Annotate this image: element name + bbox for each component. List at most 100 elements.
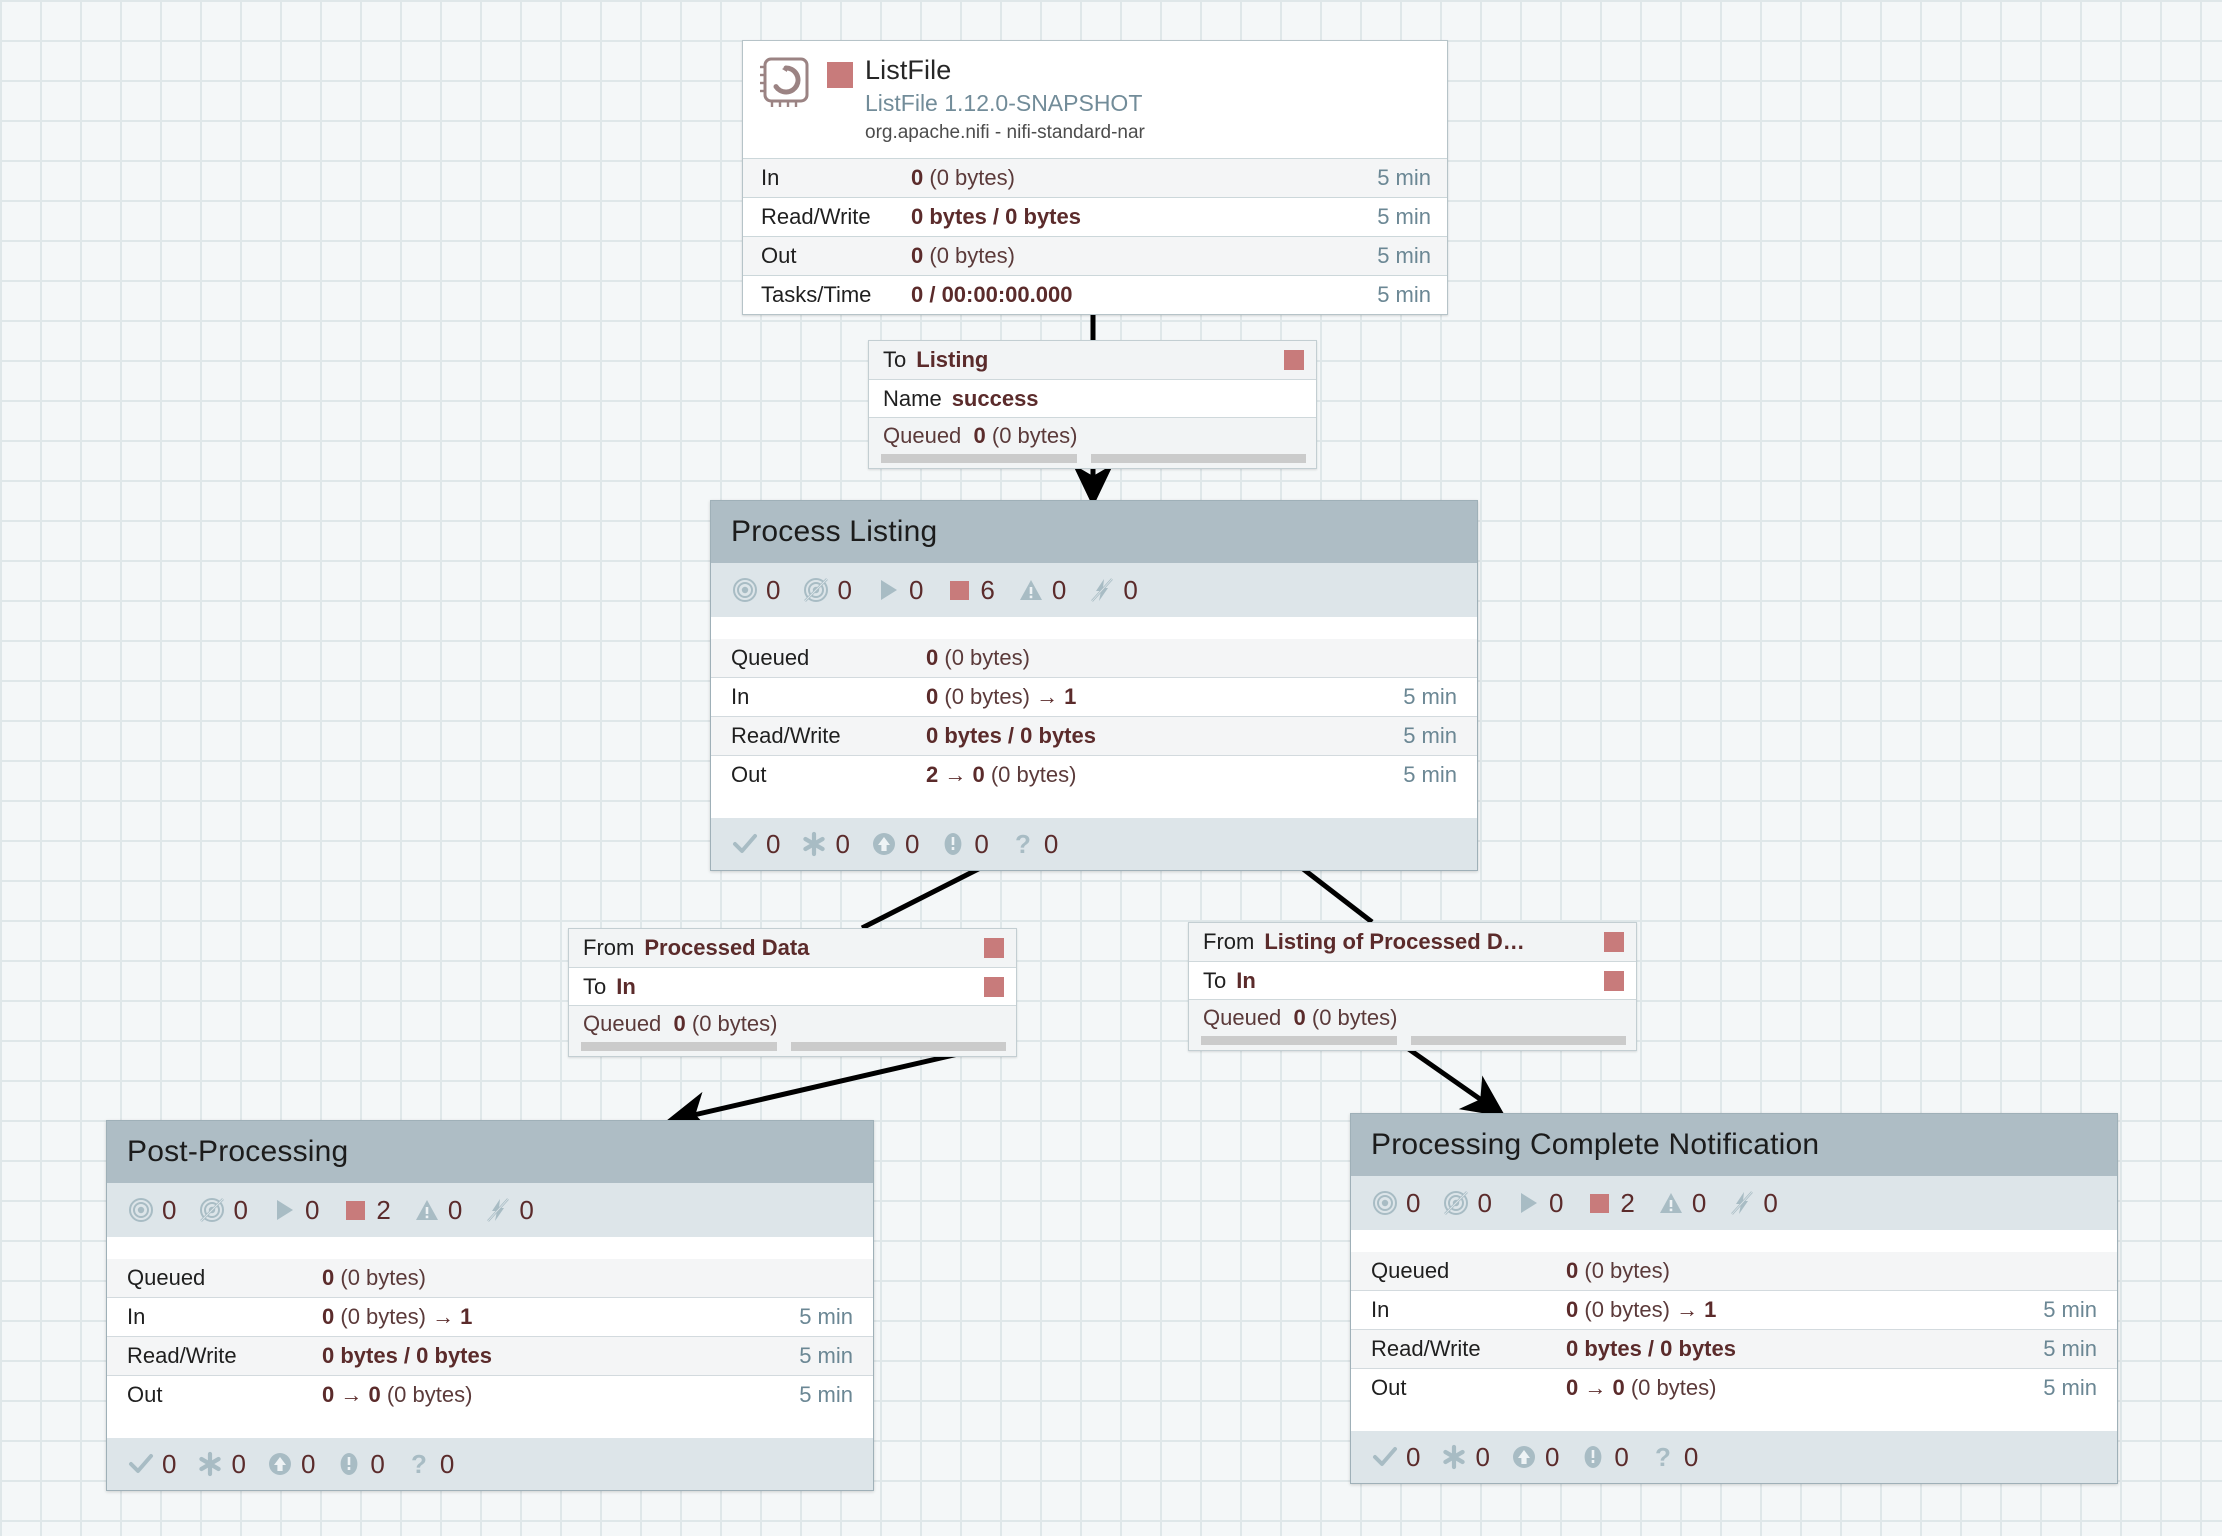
pg-count-disabled: 0 <box>1728 1187 1778 1219</box>
pg-footer-asterisk: 0 <box>800 829 850 860</box>
stat-value: 0 (0 bytes) <box>911 242 1015 268</box>
connection-row-value: In <box>1236 967 1256 993</box>
connection-row-key: To <box>883 347 907 372</box>
transmitting-icon <box>1371 1189 1399 1217</box>
up-arrow-circle-icon <box>870 830 898 858</box>
stat-label: Tasks/Time <box>761 281 872 307</box>
connection-row-value: success <box>951 385 1039 411</box>
pg-count-value: 2 <box>1620 1187 1635 1218</box>
pg-footer-question-mark: ?0 <box>405 1449 454 1480</box>
pg-count-value: 0 <box>162 1194 177 1225</box>
process-group-title: Process Listing <box>711 501 1477 563</box>
pg-stat-label: Queued <box>1371 1258 1450 1283</box>
connection-queue-bars <box>1189 1036 1636 1050</box>
pg-count-disabled: 0 <box>484 1194 534 1226</box>
stopped-square-icon[interactable] <box>827 62 853 88</box>
pg-footer-check: 0 <box>1371 1442 1420 1473</box>
pg-footer-value: 0 <box>162 1448 177 1479</box>
pg-tail <box>107 1414 873 1438</box>
asterisk-icon <box>196 1450 224 1478</box>
pg-footer-check: 0 <box>127 1449 176 1480</box>
pg-stat-value: 2 → 0 (0 bytes) <box>926 762 1077 787</box>
not-transmitting-icon <box>802 576 830 604</box>
connection-queued: Queued 0 (0 bytes) <box>569 1005 1016 1042</box>
pg-count-value: 0 <box>447 1194 463 1225</box>
processor-stats: In 0 (0 bytes) 5 min Read/Write 0 bytes / 0 … <box>743 157 1447 314</box>
connection-row-value: Listing <box>916 347 989 372</box>
pg-count-running: 0 <box>874 575 923 606</box>
pg-stat-label: In <box>127 1304 146 1329</box>
stopped-square-icon <box>984 938 1004 958</box>
check-icon <box>127 1450 155 1478</box>
pg-stat-value: 0 bytes / 0 bytes <box>926 723 1096 748</box>
invalid-icon <box>1017 576 1045 604</box>
processor-bundle: org.apache.nifi - nifi-standard-nar <box>865 121 1145 143</box>
connection-queue-bars <box>569 1042 1016 1056</box>
svg-text:?: ? <box>411 1450 427 1478</box>
transmitting-icon <box>731 576 759 604</box>
pg-stat-label: Out <box>127 1382 163 1407</box>
processor-listfile[interactable]: ListFile ListFile 1.12.0-SNAPSHOT org.ap… <box>742 40 1448 315</box>
pg-stat-time: 5 min <box>1403 723 1457 748</box>
stat-label: Read/Write <box>761 203 871 229</box>
process-group-title: Processing Complete Notification <box>1351 1114 2117 1176</box>
connection-queued: Queued 0 (0 bytes) <box>1189 999 1636 1036</box>
stat-value: 0 bytes / 0 bytes <box>911 203 1081 229</box>
queue-count-bar <box>581 1042 777 1051</box>
running-icon <box>1514 1189 1542 1217</box>
queue-size-bar <box>790 1042 1006 1051</box>
pg-footer-exclamation-circle: 0 <box>939 829 989 860</box>
stat-label: In <box>761 164 780 190</box>
disabled-icon <box>484 1196 512 1224</box>
connection-row-key: Name <box>883 385 942 411</box>
pg-footer-value: 0 <box>1614 1441 1629 1472</box>
up-arrow-circle-icon <box>266 1450 294 1478</box>
pg-stat-value: 0 → 0 (0 bytes) <box>322 1382 473 1407</box>
pg-stat-time: 5 min <box>799 1382 853 1407</box>
connection-queue-bars <box>869 454 1316 468</box>
pg-stat-value: 0 (0 bytes) <box>926 645 1030 670</box>
question-mark-icon: ? <box>1649 1442 1677 1472</box>
transmitting-icon <box>127 1196 155 1224</box>
pg-count-value: 0 <box>519 1194 534 1225</box>
pg-spacer <box>107 1237 873 1259</box>
stat-value: 0 (0 bytes) <box>911 164 1015 190</box>
stopped-icon <box>341 1196 369 1224</box>
pg-footer-up-arrow-circle: 0 <box>1510 1442 1559 1473</box>
pg-spacer <box>711 617 1477 639</box>
pg-count-value: 0 <box>1763 1187 1778 1218</box>
processor-stat-row: Read/Write 0 bytes / 0 bytes 5 min <box>743 196 1447 236</box>
queue-count-bar <box>881 454 1077 463</box>
pg-count-value: 0 <box>766 574 781 605</box>
stat-time: 5 min <box>1377 203 1431 229</box>
pg-footer-value: 0 <box>1544 1441 1560 1472</box>
invalid-icon <box>1657 1189 1685 1217</box>
pg-count-value: 0 <box>1691 1187 1707 1218</box>
connection-row-value: In <box>616 973 636 999</box>
connection-row-value: Listing of Processed D… <box>1264 929 1525 954</box>
pg-stat-value: 0 → 0 (0 bytes) <box>1566 1375 1717 1400</box>
processor-header: ListFile ListFile 1.12.0-SNAPSHOT org.ap… <box>743 41 1447 158</box>
pg-stat-label: In <box>731 684 750 709</box>
